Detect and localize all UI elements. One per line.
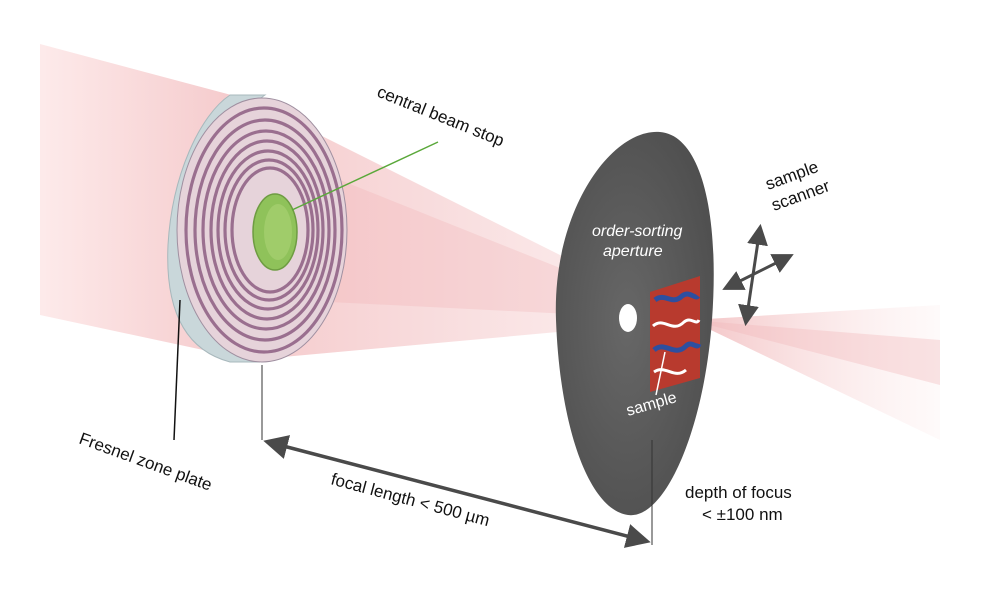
zone-rings [184, 106, 344, 354]
label-central-beam-stop: central beam stop [375, 82, 507, 150]
zone-plate-pointer [173, 299, 181, 441]
fresnel-zone-plate [167, 94, 348, 363]
diverging-beam [690, 305, 940, 440]
label-depth-of-focus-2: < ±100 nm [702, 505, 783, 524]
focal-length-dimension [261, 365, 653, 548]
order-sorting-aperture [555, 131, 714, 516]
aperture-hole [619, 304, 637, 332]
sample-scanner-arrows [722, 223, 794, 327]
beam-stop-pointer [291, 141, 439, 211]
sample-pointer [655, 351, 666, 396]
central-beam-stop-highlight [264, 204, 292, 260]
label-fresnel-zone-plate: Fresnel zone plate [77, 429, 215, 495]
diverging-beam-inner [690, 320, 940, 385]
label-depth-of-focus-1: depth of focus [685, 483, 792, 502]
label-order-sorting-2: aperture [603, 243, 663, 260]
sample-patch [650, 276, 702, 392]
label-order-sorting-1: order-sorting [592, 223, 683, 240]
